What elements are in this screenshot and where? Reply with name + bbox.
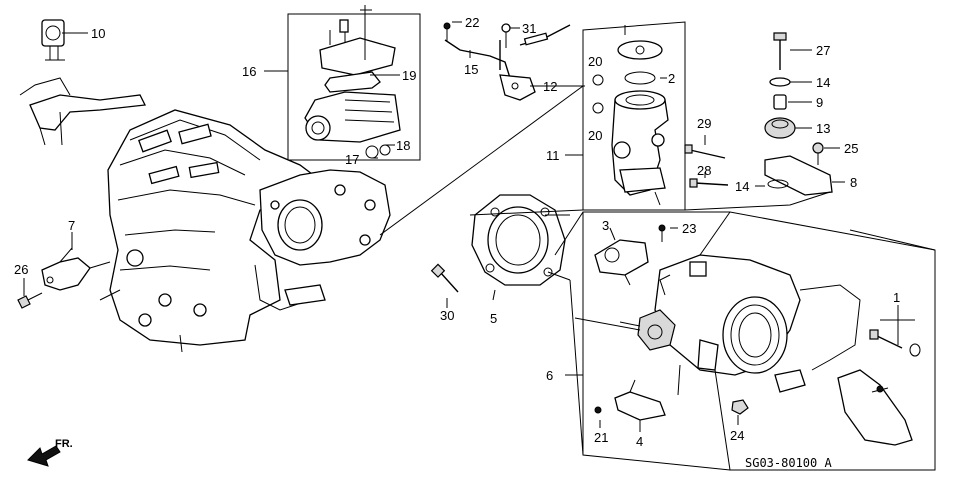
part-23-screw — [658, 224, 666, 242]
callout-4: 4 — [636, 434, 643, 449]
callout-5: 5 — [490, 311, 497, 326]
part-6-throttle-body — [619, 254, 861, 396]
part-29-bolt — [684, 144, 726, 159]
diagram-code: SG03-80100 A — [745, 456, 832, 470]
leader-lines — [23, 21, 936, 471]
part-30-bolt — [430, 263, 459, 293]
callout-24: 24 — [730, 428, 744, 443]
part-1-screws — [869, 329, 921, 357]
part-3-sensor — [594, 239, 649, 286]
callout-2: 2 — [668, 71, 675, 86]
callout-31: 31 — [522, 21, 536, 36]
part-12-bracket — [499, 74, 536, 101]
part-16-valve-assembly — [304, 5, 401, 159]
callout-14a: 14 — [816, 75, 830, 90]
callout-14b: 14 — [735, 179, 749, 194]
callout-28: 28 — [697, 163, 711, 178]
callout-10: 10 — [91, 26, 105, 41]
callout-30: 30 — [440, 308, 454, 323]
part-11-pump-assembly — [592, 25, 669, 206]
callout-16: 16 — [242, 64, 256, 79]
part-26-bolt — [17, 292, 43, 309]
callout-15: 15 — [464, 62, 478, 77]
part-10-sensor — [41, 19, 65, 61]
callout-9: 9 — [816, 95, 823, 110]
callout-21: 21 — [594, 430, 608, 445]
part-15-cable — [443, 22, 571, 79]
callout-13: 13 — [816, 121, 830, 136]
callout-22: 22 — [465, 15, 479, 30]
part-9-collar — [773, 94, 787, 110]
part-28-bolt — [689, 178, 729, 188]
front-direction-arrow: FR. — [27, 438, 73, 467]
callout-6: 6 — [546, 368, 553, 383]
right-bracket — [837, 369, 913, 446]
part-5-gasket — [471, 194, 571, 286]
callout-8: 8 — [850, 175, 857, 190]
intake-manifold — [19, 77, 391, 353]
callout-25: 25 — [844, 141, 858, 156]
part-21-screw — [594, 406, 602, 414]
callout-17: 17 — [345, 152, 359, 167]
box-16-assembly — [287, 13, 421, 161]
part-24-nut — [731, 399, 749, 415]
part-25-bolt — [812, 142, 824, 165]
callout-19: 19 — [402, 68, 416, 83]
callout-numbers: 10 16 19 18 17 22 31 15 12 20 20 2 11 27… — [14, 15, 900, 449]
callout-29: 29 — [697, 116, 711, 131]
callout-7: 7 — [68, 218, 75, 233]
callout-18: 18 — [396, 138, 410, 153]
fr-label: FR. — [55, 438, 73, 450]
callout-3: 3 — [602, 218, 609, 233]
callout-27: 27 — [816, 43, 830, 58]
callout-20a: 20 — [588, 54, 602, 69]
part-8-bracket — [764, 155, 833, 196]
callout-20b: 20 — [588, 128, 602, 143]
callout-11: 11 — [546, 148, 560, 163]
part-14-washer-top — [769, 77, 791, 87]
callout-23: 23 — [682, 221, 696, 236]
callout-1: 1 — [893, 290, 900, 305]
part-4-bracket — [614, 379, 666, 421]
callout-12: 12 — [543, 79, 557, 94]
part-7-bracket — [41, 247, 111, 291]
part-13-mount — [764, 117, 796, 139]
callout-26: 26 — [14, 262, 28, 277]
part-27-bolt — [773, 32, 787, 70]
